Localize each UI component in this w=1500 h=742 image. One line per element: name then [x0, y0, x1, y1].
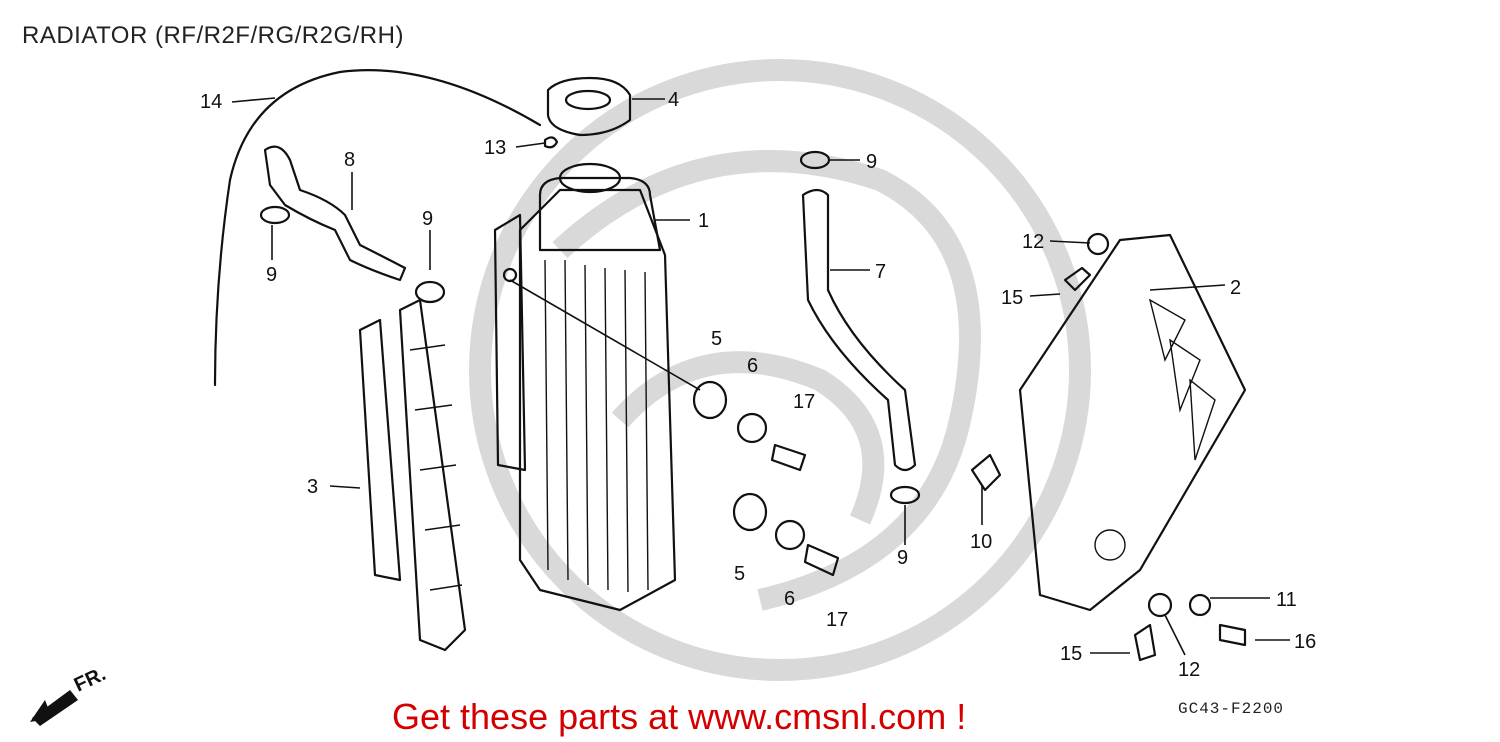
radiator[interactable]: [493, 162, 677, 612]
callout-6-a: 6: [747, 355, 758, 377]
callout-14: 14: [200, 91, 222, 113]
callout-17-b: 17: [826, 609, 848, 631]
callout-17-a: 17: [793, 391, 815, 413]
callout-9-c: 9: [866, 151, 877, 173]
callout-11: 11: [1276, 589, 1297, 611]
callout-9-b: 9: [266, 264, 277, 286]
radiator-shroud[interactable]: [1018, 233, 1247, 612]
callout-13: 13: [484, 137, 506, 159]
callout-15-a: 15: [1001, 287, 1023, 309]
overflow-tube[interactable]: [213, 69, 542, 387]
leader-lines: [231, 97, 1290, 656]
callout-16: 16: [1294, 631, 1316, 653]
callout-8: 8: [344, 149, 355, 171]
hose-clamps[interactable]: [259, 150, 921, 505]
upper-hose[interactable]: [263, 145, 407, 282]
diagram-code: GC43-F2200: [1178, 700, 1285, 718]
callout-9-a: 9: [422, 208, 433, 230]
callout-7: 7: [875, 261, 886, 283]
direction-label: FR.: [71, 663, 109, 697]
callout-2: 2: [1230, 277, 1241, 299]
callout-6-b: 6: [784, 588, 795, 610]
page-title: RADIATOR (RF/R2F/RG/R2G/RH): [22, 22, 404, 49]
callout-4: 4: [668, 89, 679, 111]
callout-12-a: 12: [1022, 231, 1044, 253]
callout-15-b: 15: [1060, 643, 1082, 665]
callout-3: 3: [307, 476, 318, 498]
radiator-grille[interactable]: [358, 298, 467, 652]
watermark-logo: [469, 59, 1091, 681]
hose-clip[interactable]: [543, 136, 559, 149]
callout-1: 1: [698, 210, 709, 232]
callout-5-b: 5: [734, 563, 745, 585]
grommet-collar-bolt-set[interactable]: [692, 380, 840, 577]
cmsnl-link[interactable]: Get these parts at www.cmsnl.com !: [392, 696, 967, 737]
callout-9-d: 9: [897, 547, 908, 569]
shroud-fasteners[interactable]: [1063, 232, 1247, 662]
lower-hose[interactable]: [801, 188, 917, 472]
callout-5-a: 5: [711, 328, 722, 350]
callout-10: 10: [970, 531, 992, 553]
wire-clip[interactable]: [970, 453, 1002, 492]
radiator-cap[interactable]: [546, 76, 632, 137]
callout-12-b: 12: [1178, 659, 1200, 681]
forward-arrow-icon: FR.: [30, 663, 109, 726]
callout-labels: 14 4 13 1 8 9 9 9 7 5 6 17 12 2 15 3 5 6…: [200, 89, 1316, 681]
